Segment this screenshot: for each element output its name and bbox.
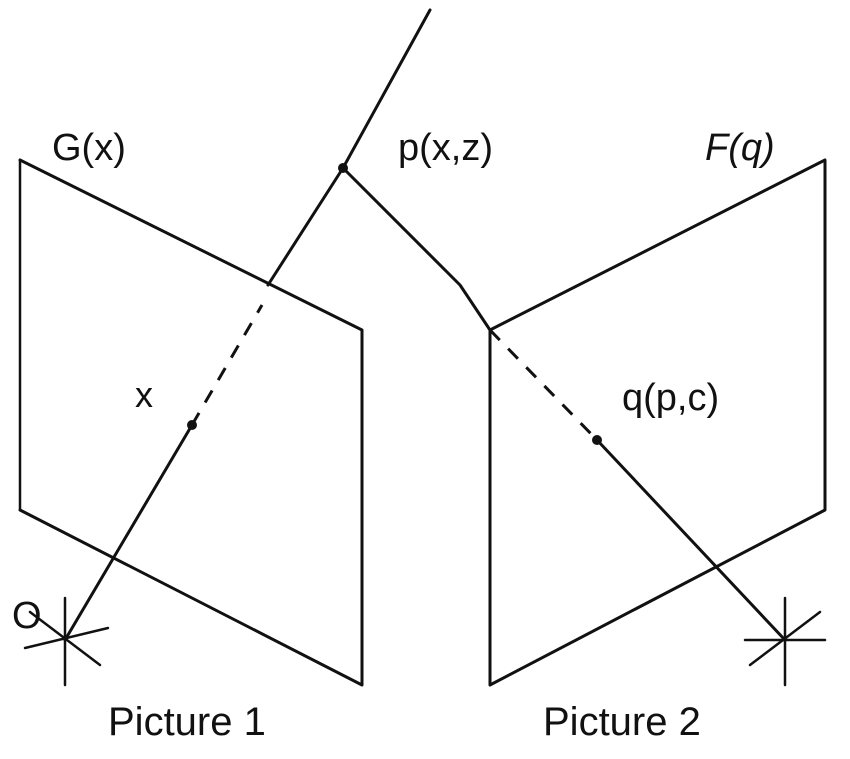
label-origin: O bbox=[12, 595, 42, 637]
label-image-point-1: x bbox=[135, 374, 153, 415]
ray-p-to-plane-2 bbox=[341, 166, 492, 332]
point-q bbox=[592, 435, 602, 445]
ray-q-to-camera-2 bbox=[595, 438, 787, 642]
label-picture-2-function: F(q) bbox=[705, 127, 775, 169]
ray-plane-to-p bbox=[266, 166, 345, 287]
ray-origin-to-x bbox=[63, 423, 194, 642]
camera-1-center-icon bbox=[23, 596, 110, 687]
picture-1-plane bbox=[18, 158, 364, 687]
ray-hidden-segment-2 bbox=[488, 328, 599, 442]
label-image-point-2: q(p,c) bbox=[622, 377, 719, 419]
ray-beyond-p bbox=[341, 8, 432, 170]
label-picture-1-function: G(x) bbox=[52, 127, 126, 169]
camera-2-center-icon bbox=[743, 596, 827, 687]
caption-picture-2: Picture 2 bbox=[543, 700, 701, 744]
ray-to-camera-2 bbox=[341, 166, 787, 642]
picture-1-plane-outline bbox=[18, 158, 364, 687]
point-p bbox=[338, 163, 348, 173]
ray-from-origin bbox=[63, 8, 432, 642]
caption-picture-1: Picture 1 bbox=[108, 700, 266, 744]
ray-hidden-segment bbox=[190, 304, 264, 426]
label-world-point: p(x,z) bbox=[398, 127, 493, 169]
picture-2-plane-outline bbox=[488, 158, 827, 687]
point-x bbox=[187, 420, 197, 430]
picture-2-plane bbox=[488, 158, 827, 687]
